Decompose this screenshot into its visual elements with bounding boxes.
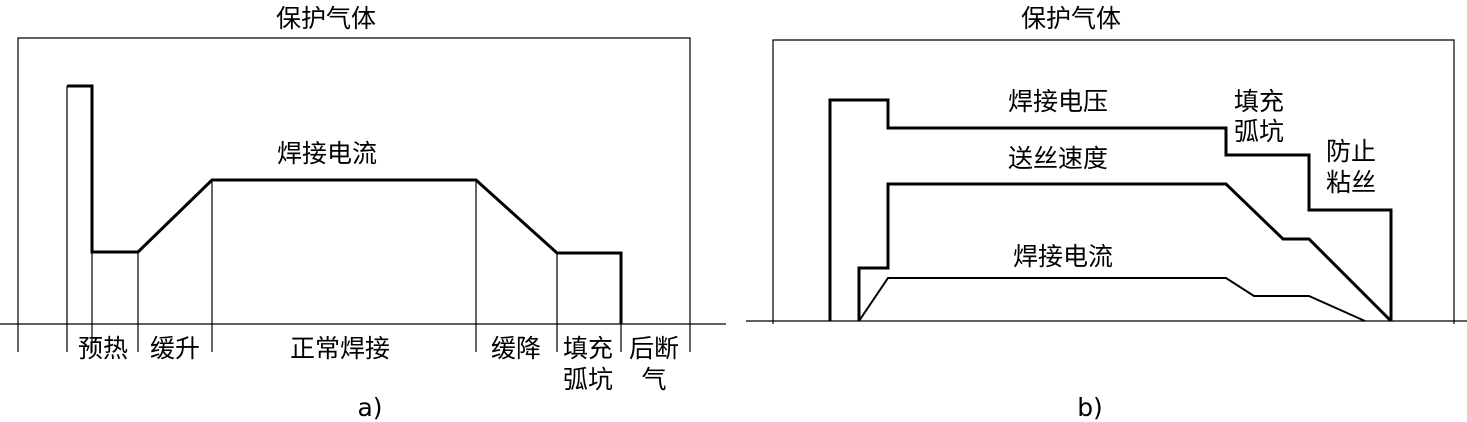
panel-a-gas-envelope bbox=[17, 37, 691, 352]
panel-b-voltage-curve bbox=[828, 98, 1393, 321]
panel-a-phase-dividers bbox=[66, 86, 622, 352]
phase-post-gas-label-1: 后断 bbox=[629, 334, 679, 363]
panel-b-crater-fill-label-1: 填充 bbox=[1234, 87, 1284, 116]
panel-b-anti-stick-label-2: 粘丝 bbox=[1326, 168, 1376, 197]
panel-b-gas-label: 保护气体 bbox=[1021, 4, 1121, 33]
phase-crater-fill-label-1: 填充 bbox=[563, 334, 613, 363]
panel-b-current-curve bbox=[858, 277, 1366, 322]
panel-b-crater-fill-label-2: 弧坑 bbox=[1234, 117, 1284, 146]
panel-b-current-label: 焊接电流 bbox=[1013, 242, 1113, 271]
phase-crater-fill-label-2: 弧坑 bbox=[563, 365, 613, 394]
panel-a-caption: a) bbox=[357, 393, 382, 422]
panel-b-wire-feed-label: 送丝速度 bbox=[1008, 144, 1108, 173]
phase-post-gas-label-2: 气 bbox=[641, 365, 666, 394]
panel-b-wire-feed-curve bbox=[857, 182, 1393, 323]
panel-b: 保护气体 焊接电压 送丝速度 焊接电流 填充 弧坑 防止 粘丝 b) bbox=[746, 4, 1467, 422]
panel-b-anti-stick-label-1: 防止 bbox=[1326, 137, 1376, 166]
panel-a-gas-label: 保护气体 bbox=[276, 4, 376, 33]
panel-b-gas-envelope bbox=[772, 39, 1455, 324]
panel-a: 保护气体 焊接电流 预热 缓升 正常焊接 缓降 填充 弧坑 后断 气 a) bbox=[0, 4, 726, 422]
panel-a-current-label: 焊接电流 bbox=[277, 139, 377, 168]
phase-ramp-down-label: 缓降 bbox=[491, 334, 541, 363]
phase-ramp-up-label: 缓升 bbox=[150, 334, 200, 363]
panel-b-caption: b) bbox=[1077, 393, 1103, 422]
panel-a-current-curve bbox=[67, 84, 623, 324]
panel-b-voltage-label: 焊接电压 bbox=[1008, 87, 1108, 116]
phase-preheat-label: 预热 bbox=[78, 334, 128, 363]
phase-normal-welding-label: 正常焊接 bbox=[290, 334, 390, 363]
